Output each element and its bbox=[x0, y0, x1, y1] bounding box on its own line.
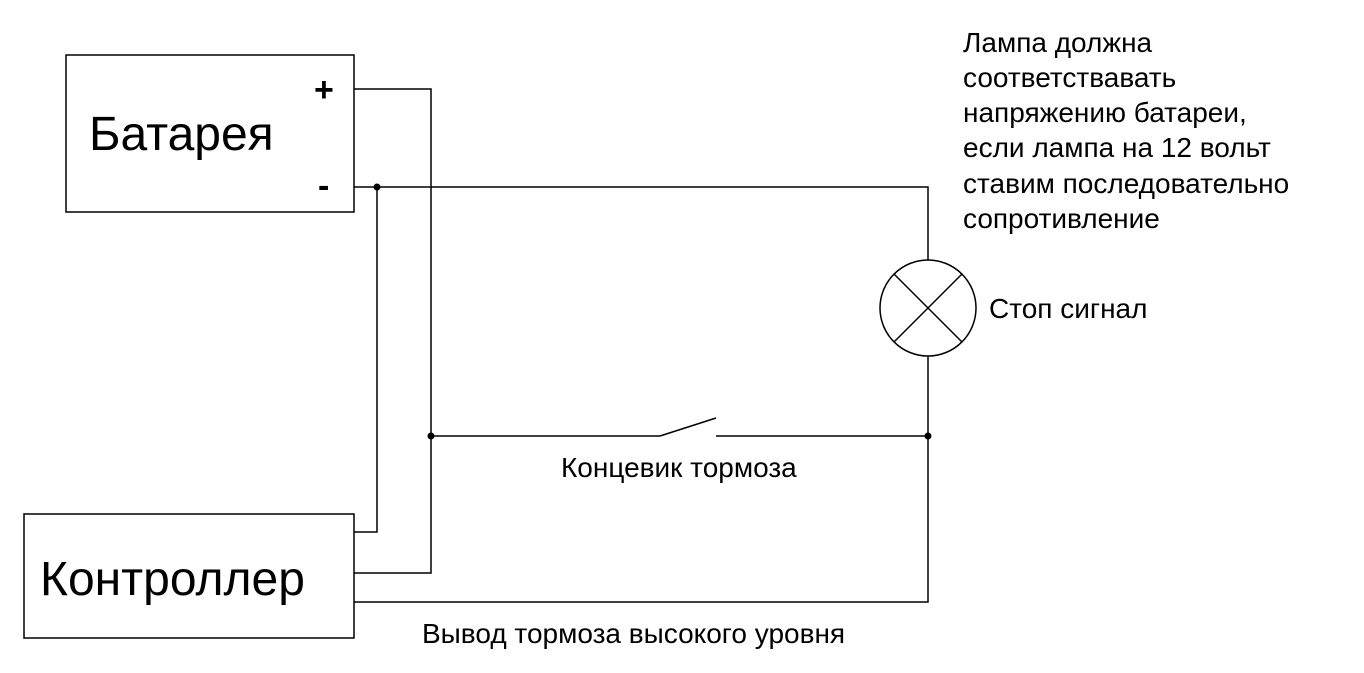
stop-lamp-symbol bbox=[879, 259, 977, 357]
stop-lamp-label: Стоп сигнал bbox=[989, 293, 1147, 324]
note-line: соответствавать bbox=[963, 62, 1176, 93]
junction-switch-left bbox=[427, 432, 435, 440]
note-line: сопротивление bbox=[963, 203, 1160, 234]
note-line: напряжению батареи, bbox=[963, 97, 1247, 128]
controller-label: Контроллер bbox=[40, 553, 305, 606]
lamp-voltage-note: Лампа должна соответствавать напряжению … bbox=[963, 27, 1289, 234]
wire-minus-to-controller bbox=[354, 187, 378, 533]
wire-battery-minus bbox=[354, 186, 929, 260]
controller-box bbox=[23, 513, 355, 639]
wire-switch-node-to-controller bbox=[354, 436, 432, 574]
wire-battery-plus bbox=[354, 88, 432, 436]
note-line: если лампа на 12 вольт bbox=[963, 132, 1271, 163]
brake-switch-lever bbox=[659, 417, 717, 437]
battery-block: Батарея + - bbox=[65, 54, 355, 213]
note-line: Лампа должна bbox=[963, 27, 1153, 58]
battery-label: Батарея bbox=[89, 108, 274, 161]
battery-plus-terminal: + bbox=[314, 71, 334, 109]
brake-output-label: Вывод тормоза высокого уровня bbox=[422, 618, 845, 649]
lamp-cross-b bbox=[893, 273, 963, 343]
junction-switch-right bbox=[924, 432, 932, 440]
junction-minus bbox=[373, 183, 381, 191]
battery-box bbox=[65, 54, 355, 213]
wires bbox=[354, 88, 929, 603]
battery-minus-terminal: - bbox=[318, 167, 329, 205]
note-line: ставим последовательно bbox=[963, 168, 1289, 199]
junction-nodes bbox=[373, 183, 932, 440]
brake-switch-label: Концевик тормоза bbox=[561, 452, 797, 483]
controller-block: Контроллер bbox=[23, 513, 355, 639]
